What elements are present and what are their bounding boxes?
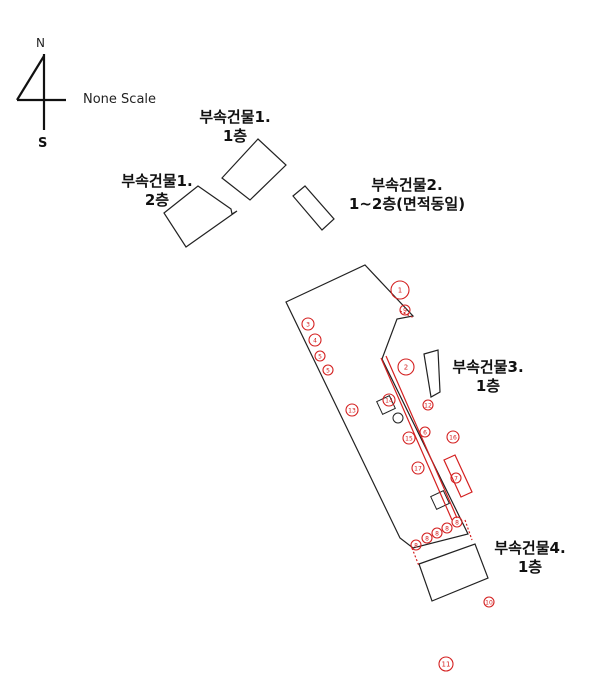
label-annex1-2f-line1: 부속건물1. xyxy=(121,172,193,190)
label-annex3: 부속건물3. 1층 xyxy=(440,358,536,396)
annex1-2f-outline xyxy=(163,185,238,248)
svg-text:1: 1 xyxy=(398,287,402,295)
svg-text:11: 11 xyxy=(442,661,451,669)
svg-text:3: 3 xyxy=(306,322,310,329)
marker-6: 6 xyxy=(419,426,431,438)
svg-text:9: 9 xyxy=(403,308,407,315)
main-building-outline xyxy=(285,264,469,549)
annex1-1f-outline xyxy=(221,138,287,201)
marker-17: 17 xyxy=(411,461,425,475)
label-annex1-2f-line2: 2층 xyxy=(144,191,170,209)
label-annex2-line1: 부속건물2. xyxy=(371,176,443,194)
marker-8: 8 xyxy=(421,532,433,544)
marker-8: 8 xyxy=(410,539,422,551)
label-annex3-line2: 1층 xyxy=(475,377,501,395)
marker-10: 10 xyxy=(483,596,495,608)
marker-5: 5 xyxy=(322,364,334,376)
compass-south-label: S xyxy=(38,136,48,151)
svg-text:2: 2 xyxy=(404,364,408,372)
svg-text:8: 8 xyxy=(445,526,449,533)
svg-text:5: 5 xyxy=(326,368,330,375)
label-annex1-1f-line1: 부속건물1. xyxy=(199,108,271,126)
compass-north-label: N xyxy=(36,36,45,50)
svg-text:12: 12 xyxy=(424,403,432,410)
svg-text:8: 8 xyxy=(425,536,429,543)
marker-13: 13 xyxy=(345,403,359,417)
red-strip xyxy=(443,454,473,498)
annex4-outline xyxy=(418,543,489,602)
marker-5: 5 xyxy=(314,350,326,362)
marker-15: 15 xyxy=(402,431,416,445)
marker-8: 8 xyxy=(451,516,463,528)
marker-9: 9 xyxy=(399,304,411,316)
svg-text:13: 13 xyxy=(348,408,356,415)
label-annex2-line2: 1~2층(면적동일) xyxy=(348,195,466,213)
marker-8: 8 xyxy=(441,522,453,534)
label-annex4-line2: 1층 xyxy=(517,558,543,576)
annex3-outline xyxy=(423,349,441,398)
label-annex4: 부속건물4. 1층 xyxy=(480,539,580,577)
marker-16: 16 xyxy=(446,430,460,444)
label-annex1-2f: 부속건물1. 2층 xyxy=(108,172,206,210)
red-wall-line-a xyxy=(380,357,453,521)
marker-1: 1 xyxy=(390,280,410,300)
marker-8: 8 xyxy=(431,527,443,539)
label-annex1-1f: 부속건물1. 1층 xyxy=(190,108,280,146)
svg-text:10: 10 xyxy=(485,600,493,607)
red-dash-a xyxy=(411,547,420,567)
inner-circle xyxy=(392,412,404,424)
label-annex3-line1: 부속건물3. xyxy=(452,358,524,376)
svg-text:8: 8 xyxy=(455,520,459,527)
red-wall-line-b xyxy=(385,355,458,519)
marker-14: 14 xyxy=(382,393,396,407)
red-dash-b xyxy=(464,519,473,541)
svg-text:8: 8 xyxy=(414,543,418,550)
svg-text:16: 16 xyxy=(449,435,457,442)
svg-text:6: 6 xyxy=(423,430,427,437)
label-annex1-1f-line2: 1층 xyxy=(222,127,248,145)
svg-text:15: 15 xyxy=(405,436,413,443)
marker-4: 4 xyxy=(308,333,322,347)
svg-text:14: 14 xyxy=(385,398,393,405)
marker-7: 7 xyxy=(450,472,462,484)
svg-text:5: 5 xyxy=(318,354,322,361)
label-annex2: 부속건물2. 1~2층(면적동일) xyxy=(332,176,482,214)
scale-text: None Scale xyxy=(83,92,157,107)
svg-text:17: 17 xyxy=(414,466,422,473)
marker-3: 3 xyxy=(301,317,315,331)
label-annex4-line1: 부속건물4. xyxy=(494,539,566,557)
red-dash-c xyxy=(399,310,415,319)
svg-text:7: 7 xyxy=(454,476,458,483)
north-arrow-icon xyxy=(16,54,66,130)
marker-2: 2 xyxy=(397,358,415,376)
annex2-outline xyxy=(292,185,335,231)
svg-text:4: 4 xyxy=(313,338,317,345)
inner-box-2 xyxy=(430,490,450,510)
svg-text:8: 8 xyxy=(435,531,439,538)
marker-11: 11 xyxy=(438,656,454,672)
marker-12: 12 xyxy=(422,399,434,411)
